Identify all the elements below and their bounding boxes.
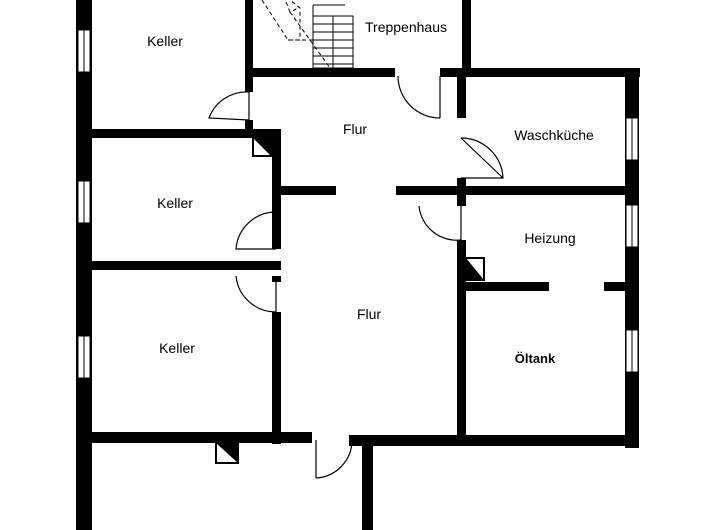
- wall-bottom-right: [349, 435, 639, 446]
- wall-heizung-left: [457, 240, 466, 445]
- walls: [76, 0, 640, 530]
- wall-stair-right: [462, 0, 471, 76]
- wall-keller-mid-bottom: [76, 261, 281, 270]
- door-flur-bottom: [315, 439, 353, 479]
- wall-keller-top-lower: [245, 120, 253, 135]
- label-keller-top: Keller: [147, 33, 183, 49]
- wall-keller-top-bottom: [76, 129, 281, 138]
- doors: [208, 75, 504, 479]
- wall-waschkueche-left-2: [457, 178, 466, 206]
- label-oeltank: Öltank: [515, 351, 556, 366]
- label-keller-mid: Keller: [157, 195, 193, 211]
- wall-waschkueche-left-1: [457, 68, 466, 118]
- watermark-text: Immogrundriss: [628, 389, 635, 436]
- windows: [77, 29, 639, 379]
- wall-keller-top-door: [245, 82, 253, 92]
- label-keller-bottom: Keller: [159, 340, 195, 356]
- label-waschkueche: Waschküche: [514, 127, 594, 143]
- door-heizung: [418, 205, 462, 241]
- staircase: [261, 0, 354, 69]
- door-keller-top: [208, 91, 250, 121]
- label-treppenhaus: Treppenhaus: [365, 19, 447, 35]
- wall-heizung-bottom-left: [457, 282, 549, 291]
- wall-stair-bottom-right: [440, 68, 640, 77]
- wall-lower-vertical: [362, 440, 373, 530]
- door-keller-bottom: [235, 275, 277, 313]
- label-heizung: Heizung: [524, 230, 575, 246]
- wall-heizung-bottom-right: [604, 282, 634, 291]
- wall-flur-divider-right: [396, 186, 631, 195]
- wall-bottom-left: [76, 432, 312, 443]
- label-flur-top: Flur: [343, 121, 367, 137]
- door-keller-mid: [235, 211, 277, 250]
- label-flur-bottom: Flur: [357, 306, 381, 322]
- wall-corridor-left-3: [272, 312, 281, 444]
- door-treppenhaus: [397, 75, 441, 119]
- wall-stair-bottom-left: [245, 68, 395, 77]
- door-waschkueche: [460, 137, 504, 179]
- shafts: [215, 137, 485, 464]
- wall-flur-divider-left: [272, 186, 336, 195]
- wall-stair-left: [245, 0, 253, 82]
- room-labels: Treppenhaus Keller Flur Waschküche Kelle…: [147, 19, 594, 366]
- wall-lower-left-stub: [86, 432, 92, 530]
